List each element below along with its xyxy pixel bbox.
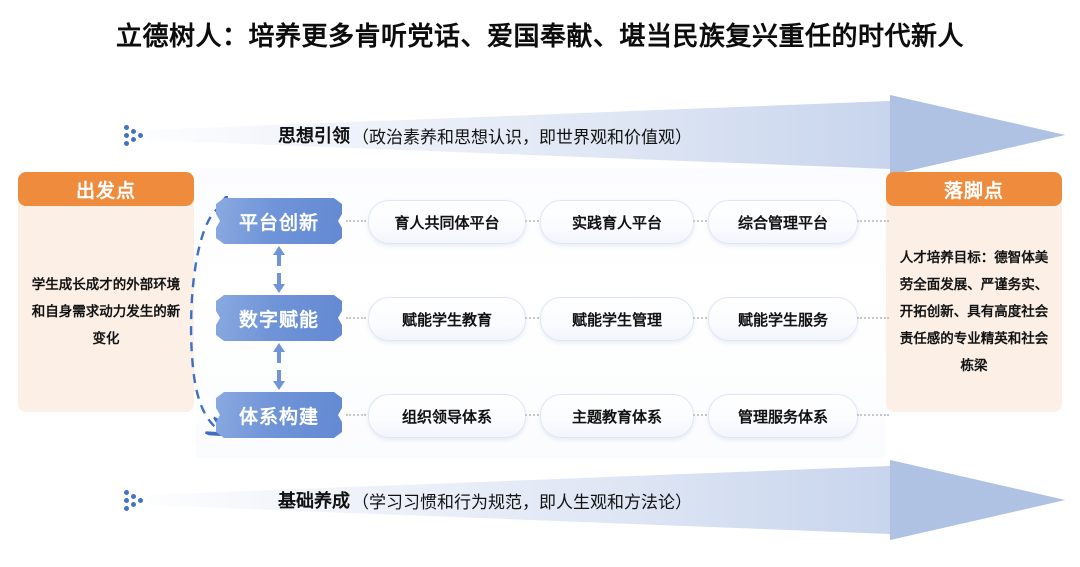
- end-point-header: 落脚点: [886, 172, 1062, 206]
- start-point-header: 出发点: [18, 172, 194, 206]
- end-point-body: 人才培养目标：德智体美劳全面发展、严谨务实、开拓创新、具有高度社会责任感的专业精…: [886, 200, 1062, 412]
- connector-dots: [525, 317, 539, 319]
- chevron-right-dots-icon: [122, 487, 148, 513]
- start-point-panel: 出发点 学生成长成才的外部环境和自身需求动力发生的新变化: [18, 172, 194, 412]
- connector-dots: [346, 317, 366, 319]
- row-system-construction: 体系构建 组织领导体系 主题教育体系 管理服务体系: [216, 392, 889, 438]
- card-0-2[interactable]: 综合管理平台: [708, 200, 858, 244]
- vertical-double-arrow: [271, 246, 287, 293]
- vertical-double-arrow: [271, 343, 287, 390]
- connector-dots: [346, 220, 366, 222]
- connector-dots: [525, 220, 539, 222]
- card-1-0[interactable]: 赋能学生教育: [368, 297, 526, 341]
- start-point-body: 学生成长成才的外部环境和自身需求动力发生的新变化: [18, 200, 194, 412]
- card-2-2[interactable]: 管理服务体系: [708, 394, 858, 438]
- top-banner-arrow: [120, 95, 1065, 175]
- end-point-panel: 落脚点 人才培养目标：德智体美劳全面发展、严谨务实、开拓创新、具有高度社会责任感…: [886, 172, 1062, 412]
- pillar-button-0[interactable]: 平台创新: [216, 198, 342, 244]
- card-2-0[interactable]: 组织领导体系: [368, 394, 526, 438]
- row-digital-empowerment: 数字赋能 赋能学生教育 赋能学生管理 赋能学生服务: [216, 295, 889, 341]
- connector-dots: [857, 317, 889, 319]
- row-platform-innovation: 平台创新 育人共同体平台 实践育人平台 综合管理平台: [216, 198, 889, 244]
- connector-dots: [525, 414, 539, 416]
- chevron-right-dots-icon: [122, 122, 148, 148]
- page-title: 立德树人：培养更多肯听党话、爱国奉献、堪当民族复兴重任的时代新人: [115, 21, 964, 51]
- card-0-0[interactable]: 育人共同体平台: [368, 200, 526, 244]
- connector-dots: [693, 317, 707, 319]
- bottom-banner-arrow: [120, 460, 1065, 540]
- card-0-1[interactable]: 实践育人平台: [540, 200, 694, 244]
- connector-dots: [857, 414, 889, 416]
- pillar-button-1[interactable]: 数字赋能: [216, 295, 342, 341]
- connector-dots: [693, 220, 707, 222]
- end-point-text: 人才培养目标：德智体美劳全面发展、严谨务实、开拓创新、具有高度社会责任感的专业精…: [899, 249, 1049, 373]
- start-point-text: 学生成长成才的外部环境和自身需求动力发生的新变化: [31, 276, 181, 346]
- card-1-1[interactable]: 赋能学生管理: [540, 297, 694, 341]
- card-2-1[interactable]: 主题教育体系: [540, 394, 694, 438]
- connector-dots: [857, 220, 889, 222]
- connector-dots: [693, 414, 707, 416]
- connector-dots: [346, 414, 366, 416]
- pillar-button-2[interactable]: 体系构建: [216, 392, 342, 438]
- card-1-2[interactable]: 赋能学生服务: [708, 297, 858, 341]
